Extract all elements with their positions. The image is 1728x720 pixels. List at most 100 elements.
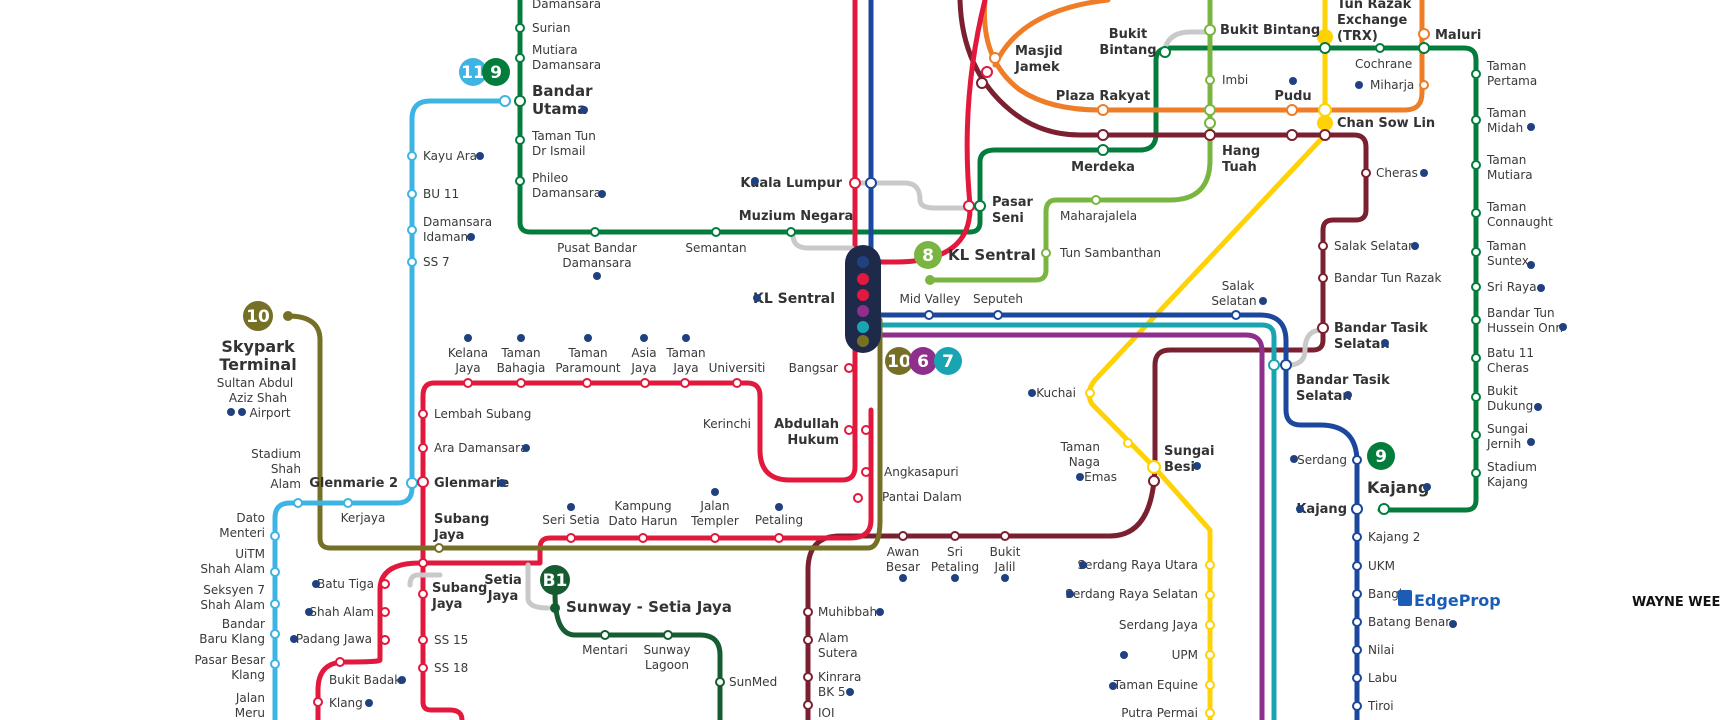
station-dot[interactable] (270, 629, 280, 639)
station-bukit-bintang[interactable]: Bukit Bintang (1220, 23, 1320, 38)
station-ukm[interactable]: UKM (1368, 559, 1395, 573)
station-universiti[interactable]: Universiti (709, 361, 766, 375)
station-dot[interactable] (925, 275, 935, 285)
station-petaling[interactable]: Petaling (755, 513, 803, 527)
station-serdang[interactable]: Serdang (1297, 453, 1347, 467)
station-serdang-jaya[interactable]: Serdang Jaya (1119, 618, 1198, 632)
station-chan-sow-lin[interactable]: Chan Sow Lin (1337, 116, 1435, 131)
station-dot[interactable] (1205, 650, 1215, 660)
station-dot[interactable] (380, 579, 390, 589)
station-lembah-subang[interactable]: Lembah Subang (434, 407, 531, 421)
station-damansara[interactable]: Damansara (532, 0, 601, 11)
station-dot[interactable] (515, 23, 525, 33)
station-dot[interactable] (343, 498, 353, 508)
station-glenmarie[interactable]: Glenmarie (434, 476, 509, 491)
station-glenmarie2[interactable]: Glenmarie 2 (309, 476, 398, 491)
station-dot[interactable] (974, 200, 986, 212)
station-dot[interactable] (270, 659, 280, 669)
station-dot[interactable] (1378, 503, 1390, 515)
station-ss15[interactable]: SS 15 (434, 633, 468, 647)
station-dot[interactable] (1471, 315, 1481, 325)
station-bangsar[interactable]: Bangsar (789, 361, 838, 375)
station-dot[interactable] (1268, 359, 1280, 371)
station-dot[interactable] (853, 493, 863, 503)
kl-sentral-hub[interactable] (845, 245, 881, 353)
station-dot[interactable] (898, 531, 908, 541)
station-dot[interactable] (1352, 532, 1362, 542)
station-imbi[interactable]: Imbi (1222, 73, 1248, 87)
station-dot[interactable] (1286, 129, 1298, 141)
station-kuala-lumpur[interactable]: Kuala Lumpur (740, 176, 842, 191)
station-dot[interactable] (1352, 561, 1362, 571)
station-dot[interactable] (1097, 144, 1109, 156)
station-dot[interactable] (1319, 42, 1331, 54)
station-dot[interactable] (1471, 353, 1481, 363)
station-dot[interactable] (1352, 455, 1362, 465)
station-dot[interactable] (515, 135, 525, 145)
station-sunmed[interactable]: SunMed (729, 675, 777, 689)
station-dot[interactable] (1351, 503, 1363, 515)
station-dot[interactable] (1205, 680, 1215, 690)
station-dot[interactable] (924, 310, 934, 320)
station-salak-selatan2[interactable]: Salak Selatan (1334, 239, 1416, 253)
station-dot[interactable] (803, 607, 813, 617)
station-kuchai[interactable]: Kuchai (1036, 386, 1076, 400)
station-dot[interactable] (1204, 129, 1216, 141)
station-dot[interactable] (407, 189, 417, 199)
station-dot[interactable] (680, 378, 690, 388)
station-dot[interactable] (861, 425, 871, 435)
line-sri-petaling[interactable] (805, 0, 1369, 720)
station-dot[interactable] (981, 66, 993, 78)
station-dot[interactable] (293, 498, 303, 508)
station-mid-valley[interactable]: Mid Valley (900, 292, 961, 306)
station-dot[interactable] (1205, 75, 1215, 85)
station-dot[interactable] (1097, 129, 1109, 141)
station-dot[interactable] (861, 467, 871, 477)
station-kerinchi[interactable]: Kerinchi (703, 417, 751, 431)
station-dot[interactable] (283, 311, 293, 321)
station-dot[interactable] (1286, 104, 1298, 116)
station-dot[interactable] (1091, 195, 1101, 205)
station-dot[interactable] (1318, 103, 1332, 117)
station-dot[interactable] (418, 558, 428, 568)
line-bus-feeder[interactable] (272, 98, 508, 720)
station-bangi[interactable]: Bangi (1368, 587, 1402, 601)
station-dot[interactable] (1352, 701, 1362, 711)
station-dot[interactable] (270, 567, 280, 577)
station-miharja[interactable]: Miharja (1370, 78, 1414, 92)
station-tun-sambanthan[interactable]: Tun Sambanthan (1059, 246, 1161, 260)
station-dot[interactable] (1148, 475, 1160, 487)
station-dot[interactable] (1097, 104, 1109, 116)
station-dot[interactable] (1147, 460, 1161, 474)
line-ampang[interactable] (981, 0, 1425, 113)
station-dot[interactable] (418, 409, 428, 419)
line-klia-ekspres[interactable] (868, 332, 1265, 720)
station-kayu-ara[interactable]: Kayu Ara (423, 149, 477, 163)
station-dot[interactable] (1204, 24, 1216, 36)
station-dot[interactable] (1205, 560, 1215, 570)
station-dot[interactable] (1419, 80, 1429, 90)
station-angkasapuri[interactable]: Angkasapuri (884, 465, 959, 479)
station-bandar-tun-razak[interactable]: Bandar Tun Razak (1334, 271, 1442, 285)
station-dot[interactable] (989, 52, 1001, 64)
